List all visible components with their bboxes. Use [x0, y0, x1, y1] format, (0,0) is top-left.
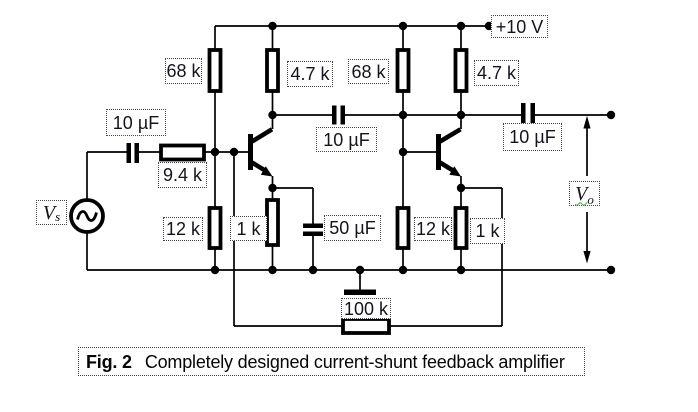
resistor-68k-2	[395, 48, 411, 93]
output-voltage-arrow	[583, 115, 591, 264]
label-supply-voltage: +10 V	[491, 15, 548, 38]
resistor-9.4k	[159, 143, 206, 162]
capacitor-interstage	[332, 105, 345, 125]
label-resistor-68k-2: 68 k	[348, 59, 389, 84]
label-capacitor-interstage: 10 µF	[316, 127, 377, 152]
label-resistor-1k-1: 1 k	[230, 216, 267, 241]
figure-title: Completely designed current-shunt feedba…	[144, 351, 565, 372]
ground-symbol	[344, 289, 376, 295]
label-resistor-4.7k-1: 4.7 k	[287, 61, 333, 87]
label-capacitor-bypass: 50 µF	[324, 215, 381, 241]
transistor-q1	[248, 127, 274, 177]
resistor-12k-2	[395, 206, 411, 250]
source-voltage-subscript: s	[55, 209, 61, 224]
figure-caption: Fig. 2 Completely designed current-shunt…	[78, 347, 585, 376]
label-resistor-9.4k: 9.4 k	[158, 162, 207, 188]
label-capacitor-input: 10 µF	[106, 109, 166, 136]
source-voltage-symbol: V	[42, 201, 56, 224]
output-voltage-symbol: V	[575, 182, 588, 205]
label-resistor-12k-2: 12 k	[414, 217, 452, 241]
transistor-q2	[436, 127, 462, 177]
capacitor-input	[126, 143, 139, 163]
resistor-68k-1	[207, 48, 223, 93]
output-voltage-subscript: o	[587, 191, 594, 207]
resistor-1k-2	[453, 206, 469, 250]
label-resistor-100k: 100 k	[341, 298, 391, 319]
capacitor-output	[521, 103, 535, 127]
resistor-100k	[341, 317, 391, 335]
output-voltage-text: Vo	[575, 182, 594, 207]
figure-number: Fig. 2	[86, 351, 132, 372]
resistor-12k-1	[207, 206, 223, 250]
label-resistor-12k-1: 12 k	[163, 217, 203, 241]
label-resistor-68k-1: 68 k	[165, 58, 202, 84]
resistor-4.7k-1	[265, 48, 280, 93]
resistor-4.7k-2	[453, 48, 469, 93]
label-resistor-1k-2: 1 k	[470, 218, 505, 244]
label-capacitor-output: 10 µF	[503, 123, 562, 151]
ac-source-symbol	[69, 198, 105, 234]
junction-dots	[210, 21, 616, 275]
label-output-voltage: Vo	[569, 181, 600, 206]
capacitor-bypass	[303, 223, 323, 236]
resistor-1k-1	[265, 198, 280, 247]
label-resistor-4.7k-2: 4.7 k	[474, 60, 519, 86]
